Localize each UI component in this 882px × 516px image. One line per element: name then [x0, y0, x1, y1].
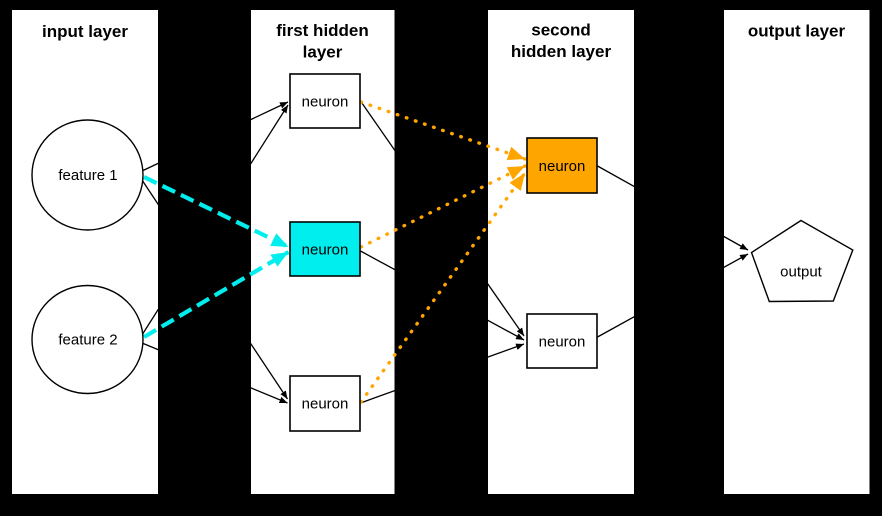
first-hidden-layer-title-2: layer [303, 43, 343, 62]
panel-second-hidden-layer [488, 10, 634, 494]
feature2-label: feature 2 [58, 332, 117, 349]
hidden2-top-node [526, 137, 598, 194]
output-node [750, 219, 854, 303]
hidden1-top-node [289, 73, 361, 129]
edge-feature1-to-hidden1-middle [143, 175, 290, 249]
edge-hidden1-top-to-hidden2-bottom [359, 100, 525, 337]
edge-feature1-to-hidden1-bottom [141, 179, 289, 400]
hidden2-top-label: neuron [539, 158, 586, 175]
edge-hidden2-top-to-output [597, 165, 749, 251]
edge-hidden1-bottom-to-hidden2-bottom [360, 343, 525, 404]
output-label: output [780, 264, 823, 281]
hidden1-top-label: neuron [302, 94, 349, 111]
first-hidden-layer-title-1: first hidden [276, 21, 369, 40]
edge-feature2-to-hidden1-bottom [141, 342, 288, 404]
edge-hidden1-bottom-to-hidden2-top [359, 171, 527, 404]
edge-hidden1-middle-to-hidden2-top [359, 164, 527, 249]
edge-feature2-to-hidden1-middle [142, 250, 290, 339]
edge-feature2-to-hidden1-top [141, 104, 289, 336]
feature1-node [31, 119, 144, 231]
hidden2-bottom-node [526, 313, 598, 369]
edge-hidden2-bottom-to-output [597, 253, 749, 338]
hidden1-bottom-label: neuron [302, 396, 349, 413]
hidden1-bottom-node [289, 375, 361, 432]
second-hidden-layer-title-2: hidden layer [511, 42, 612, 61]
hidden1-middle-label: neuron [302, 242, 349, 259]
output-layer-title: output layer [748, 22, 846, 41]
second-hidden-layer-title-1: second [531, 21, 591, 40]
edge-hidden1-middle-to-hidden2-bottom [360, 250, 525, 341]
edge-hidden1-top-to-hidden2-top [359, 100, 527, 161]
panel-input-layer [12, 10, 158, 494]
hidden1-middle-node [289, 221, 361, 277]
feature2-node [31, 284, 144, 395]
input-layer-title: input layer [42, 22, 128, 41]
feature1-label: feature 1 [58, 167, 117, 184]
edge-feature1-to-hidden1-top [141, 101, 289, 172]
hidden2-bottom-label: neuron [539, 334, 586, 351]
